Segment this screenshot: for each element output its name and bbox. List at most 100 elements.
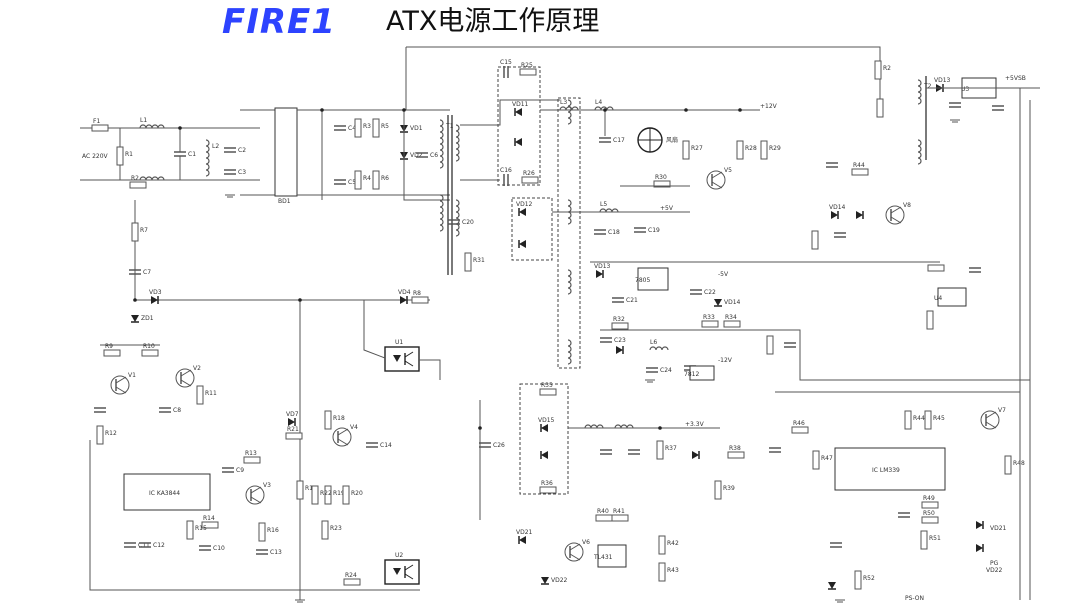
junction-dot bbox=[320, 108, 324, 112]
junction-dot bbox=[478, 426, 482, 430]
component-label: V1 bbox=[128, 372, 136, 379]
component-label: R35 bbox=[541, 382, 553, 389]
component-label: V8 bbox=[903, 202, 911, 209]
integrated-circuit bbox=[123, 473, 211, 511]
diode bbox=[519, 536, 526, 544]
diode bbox=[616, 346, 623, 354]
component-label: V4 bbox=[350, 424, 358, 431]
diode bbox=[515, 108, 522, 116]
transistor bbox=[706, 170, 726, 190]
resistor bbox=[521, 176, 539, 184]
component-label: VD22 bbox=[551, 577, 568, 584]
component-label: V6 bbox=[582, 539, 590, 546]
resistor bbox=[854, 570, 862, 590]
component-label: R12 bbox=[105, 430, 117, 437]
component-label: R37 bbox=[665, 445, 677, 452]
resistor bbox=[682, 140, 690, 160]
component-label: C11 bbox=[138, 542, 150, 549]
resistor bbox=[141, 349, 159, 357]
component-label: R49 bbox=[923, 495, 935, 502]
diode bbox=[976, 521, 983, 529]
component-label: 7805 bbox=[635, 277, 650, 284]
junction-dot bbox=[298, 298, 302, 302]
component-label: ZD1 bbox=[141, 315, 154, 322]
inductor bbox=[567, 269, 572, 295]
component-label: VD21 bbox=[990, 525, 1007, 532]
component-label: R27 bbox=[691, 145, 703, 152]
component-label: R19 bbox=[333, 490, 345, 497]
transistor bbox=[985, 411, 997, 419]
component-label: V5 bbox=[724, 167, 732, 174]
component-label: VD22 bbox=[986, 567, 1003, 574]
component-label: PS-ON bbox=[905, 595, 924, 602]
component-label: L5 bbox=[600, 201, 607, 208]
transistor bbox=[890, 216, 902, 224]
junction-dot bbox=[738, 108, 742, 112]
optocoupler bbox=[393, 355, 401, 362]
component-label: C7 bbox=[143, 269, 151, 276]
component-label: C17 bbox=[613, 137, 625, 144]
inductor bbox=[917, 139, 922, 165]
resistor bbox=[701, 320, 719, 328]
component-label: C1 bbox=[188, 151, 196, 158]
resistor bbox=[519, 68, 537, 76]
component-label: C14 bbox=[380, 442, 392, 449]
component-label: R47 bbox=[821, 455, 833, 462]
logo-fire1: FIRE1 bbox=[222, 2, 336, 42]
component-label: R30 bbox=[655, 174, 667, 181]
component-label: L1 bbox=[140, 117, 147, 124]
wire bbox=[403, 110, 450, 201]
component-label: R3 bbox=[363, 123, 371, 130]
transistor bbox=[564, 542, 584, 562]
component-label: C20 bbox=[462, 219, 474, 226]
optocoupler bbox=[404, 360, 414, 367]
dashed-enclosure bbox=[497, 66, 541, 186]
component-label: R23 bbox=[330, 525, 342, 532]
diode bbox=[976, 544, 983, 552]
component-label: IC LM339 bbox=[872, 467, 900, 474]
integrated-circuit bbox=[937, 287, 967, 307]
dashed-enclosure bbox=[519, 383, 569, 495]
resistor bbox=[874, 60, 882, 80]
diode bbox=[596, 270, 603, 278]
component-label: -12V bbox=[718, 357, 733, 364]
component-label: VD13 bbox=[934, 77, 951, 84]
transistor bbox=[337, 438, 349, 446]
component-label: R46 bbox=[793, 420, 805, 427]
resistor bbox=[311, 485, 319, 505]
component-label: R34 bbox=[725, 314, 737, 321]
resistor bbox=[324, 410, 332, 430]
component-label: C10 bbox=[213, 545, 225, 552]
resistor bbox=[921, 516, 939, 524]
component-label: R5 bbox=[381, 123, 389, 130]
integrated-circuit bbox=[637, 267, 669, 291]
component-label: R9 bbox=[105, 343, 113, 350]
inductor bbox=[455, 124, 460, 162]
component-label: VD12 bbox=[516, 201, 533, 208]
optocoupler bbox=[384, 559, 420, 585]
transistor bbox=[180, 369, 192, 377]
transistor bbox=[569, 553, 581, 561]
component-label: VD1 bbox=[410, 125, 423, 132]
component-label: V3 bbox=[263, 482, 271, 489]
component-label: VD15 bbox=[538, 417, 555, 424]
wire bbox=[760, 329, 1030, 381]
resistor bbox=[372, 170, 380, 190]
component-label: C12 bbox=[153, 542, 165, 549]
resistor bbox=[354, 170, 362, 190]
component-label: C5 bbox=[348, 179, 356, 186]
component-label: VD14 bbox=[829, 204, 846, 211]
component-label: V2 bbox=[193, 365, 201, 372]
component-label: R50 bbox=[923, 510, 935, 517]
resistor bbox=[714, 480, 722, 500]
component-label: L6 bbox=[650, 339, 657, 346]
resistor bbox=[876, 98, 884, 118]
resistor bbox=[727, 451, 745, 459]
resistor bbox=[904, 410, 912, 430]
component-label: VD21 bbox=[516, 529, 533, 536]
wire bbox=[134, 200, 430, 301]
component-label: C6 bbox=[430, 152, 438, 159]
component-label: C16 bbox=[500, 167, 512, 174]
transistor bbox=[711, 171, 723, 179]
